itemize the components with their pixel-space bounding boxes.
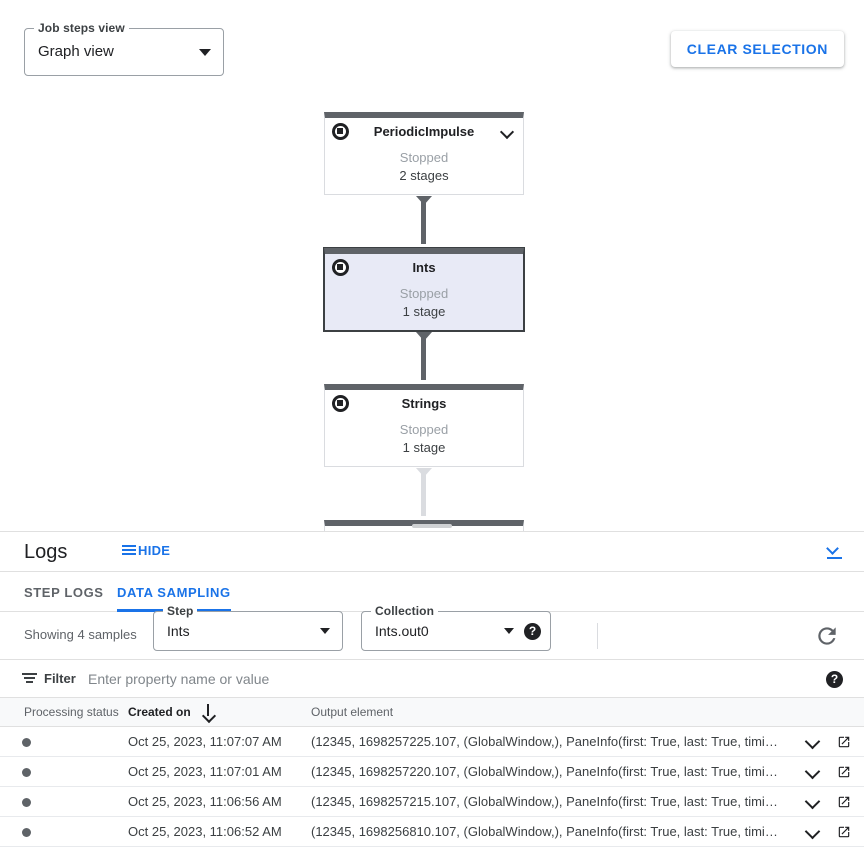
graph-node-ints[interactable]: Ints Stopped 1 stage (324, 248, 524, 331)
job-graph-panel: Job steps view Graph view CLEAR SELECTIO… (0, 0, 864, 532)
node-stages: 1 stage (402, 440, 446, 455)
chevron-down-icon[interactable] (804, 736, 820, 748)
filter-row: Filter ? (0, 660, 864, 698)
clear-selection-button[interactable]: CLEAR SELECTION (670, 31, 844, 67)
cell-output-element: (12345, 1698256810.107, (GlobalWindow,),… (311, 824, 781, 839)
graph-node-strings[interactable]: Strings Stopped 1 stage (324, 384, 524, 467)
table-row[interactable]: Oct 25, 2023, 11:06:56 AM (12345, 1698257… (0, 787, 864, 817)
status-dot (22, 828, 31, 837)
sampling-selectors-row: Showing 4 samples Step Ints Collection I… (0, 604, 864, 660)
panel-title: Logs (24, 541, 68, 563)
graph-edge-3 (415, 468, 432, 516)
node-stages: 1 stage (402, 304, 446, 319)
graph-toolbar: Job steps view Graph view CLEAR SELECTIO… (0, 0, 864, 96)
chevron-down-icon (199, 49, 211, 56)
divider (597, 623, 598, 649)
node-header: PeriodicImpulse (325, 118, 523, 148)
table-body: Oct 25, 2023, 11:07:07 AM (12345, 1698257… (0, 727, 864, 847)
node-header: Strings (325, 390, 523, 420)
node-status: Stopped (399, 150, 449, 165)
column-header-created-on[interactable]: Created on (128, 704, 209, 720)
panel-resize-handle[interactable] (412, 524, 452, 528)
collection-select-value: Ints.out0 (375, 623, 429, 639)
help-icon[interactable]: ? (524, 623, 541, 640)
arrow-downward-icon (202, 703, 214, 719)
logs-panel: Logs HIDE STEP LOGS DATA SAMPLING Showin… (0, 532, 864, 856)
chevron-shape (826, 542, 839, 555)
chevron-down-icon[interactable] (804, 766, 820, 778)
job-steps-view-select[interactable]: Job steps view Graph view (24, 21, 224, 76)
help-icon[interactable]: ? (826, 671, 843, 688)
chevron-down-icon[interactable] (804, 826, 820, 838)
expand-down-icon[interactable] (822, 540, 848, 566)
status-dot (22, 798, 31, 807)
node-status: Stopped (399, 286, 449, 301)
status-dot (22, 768, 31, 777)
tab-step-logs[interactable]: STEP LOGS (24, 584, 104, 600)
node-title: PeriodicImpulse (373, 124, 475, 139)
chevron-down-icon[interactable] (501, 126, 514, 139)
filter-input[interactable] (86, 669, 786, 689)
open-in-new-icon[interactable] (837, 795, 851, 809)
step-select[interactable]: Step Ints (153, 604, 343, 651)
cell-created-on: Oct 25, 2023, 11:06:52 AM (128, 824, 282, 839)
hide-button[interactable]: HIDE (122, 543, 170, 558)
column-header-processing-status[interactable]: Processing status (24, 705, 119, 719)
graph-edge-2 (415, 332, 432, 380)
arrow-down-icon (415, 332, 432, 341)
table-row[interactable]: Oct 25, 2023, 11:06:52 AM (12345, 1698256… (0, 817, 864, 847)
job-steps-view-label: Job steps view (34, 21, 129, 35)
table-row[interactable]: Oct 25, 2023, 11:07:01 AM (12345, 1698257… (0, 757, 864, 787)
status-dot (22, 738, 31, 747)
cell-output-element: (12345, 1698257225.107, (GlobalWindow,),… (311, 734, 781, 749)
stop-icon (332, 259, 349, 276)
arrow-down-icon (415, 468, 432, 477)
stop-icon (332, 123, 349, 140)
samples-table: Processing status Created on Output elem… (0, 698, 864, 847)
chevron-down-icon (504, 628, 514, 634)
table-header-row: Processing status Created on Output elem… (0, 698, 864, 727)
step-select-label: Step (163, 604, 198, 618)
filter-list-icon (22, 673, 37, 684)
graph-edge-1 (415, 196, 432, 244)
chevron-down-icon[interactable] (804, 796, 820, 808)
graph-node-periodicimpulse[interactable]: PeriodicImpulse Stopped 2 stages (324, 112, 524, 195)
list-icon (122, 544, 136, 557)
showing-samples-text: Showing 4 samples (24, 627, 137, 642)
collection-select-label: Collection (371, 604, 439, 618)
column-header-output-element[interactable]: Output element (311, 705, 394, 719)
cell-output-element: (12345, 1698257220.107, (GlobalWindow,),… (311, 764, 781, 779)
hide-button-label: HIDE (138, 543, 171, 558)
open-in-new-icon[interactable] (837, 735, 851, 749)
logs-header: Logs HIDE (0, 532, 864, 572)
cell-created-on: Oct 25, 2023, 11:07:01 AM (128, 764, 282, 779)
cell-created-on: Oct 25, 2023, 11:07:07 AM (128, 734, 282, 749)
refresh-icon[interactable] (814, 623, 840, 649)
node-title: Strings (401, 396, 447, 411)
node-header: Ints (325, 254, 523, 284)
column-header-label: Created on (128, 705, 191, 719)
job-steps-view-value: Graph view (38, 43, 114, 60)
cell-output-element: (12345, 1698257215.107, (GlobalWindow,),… (311, 794, 781, 809)
node-status: Stopped (399, 422, 449, 437)
stop-icon (332, 395, 349, 412)
collection-select[interactable]: Collection Ints.out0 ? (361, 604, 551, 651)
open-in-new-icon[interactable] (837, 765, 851, 779)
cell-created-on: Oct 25, 2023, 11:06:56 AM (128, 794, 282, 809)
open-in-new-icon[interactable] (837, 825, 851, 839)
chevron-down-icon (320, 628, 330, 634)
node-stages: 2 stages (399, 168, 449, 183)
table-row[interactable]: Oct 25, 2023, 11:07:07 AM (12345, 1698257… (0, 727, 864, 757)
node-title: Ints (412, 260, 436, 275)
bar-shape (827, 557, 842, 560)
arrow-down-icon (415, 196, 432, 205)
step-select-value: Ints (167, 623, 190, 639)
filter-label: Filter (44, 671, 76, 686)
graph-canvas[interactable]: PeriodicImpulse Stopped 2 stages Ints St… (0, 96, 864, 531)
